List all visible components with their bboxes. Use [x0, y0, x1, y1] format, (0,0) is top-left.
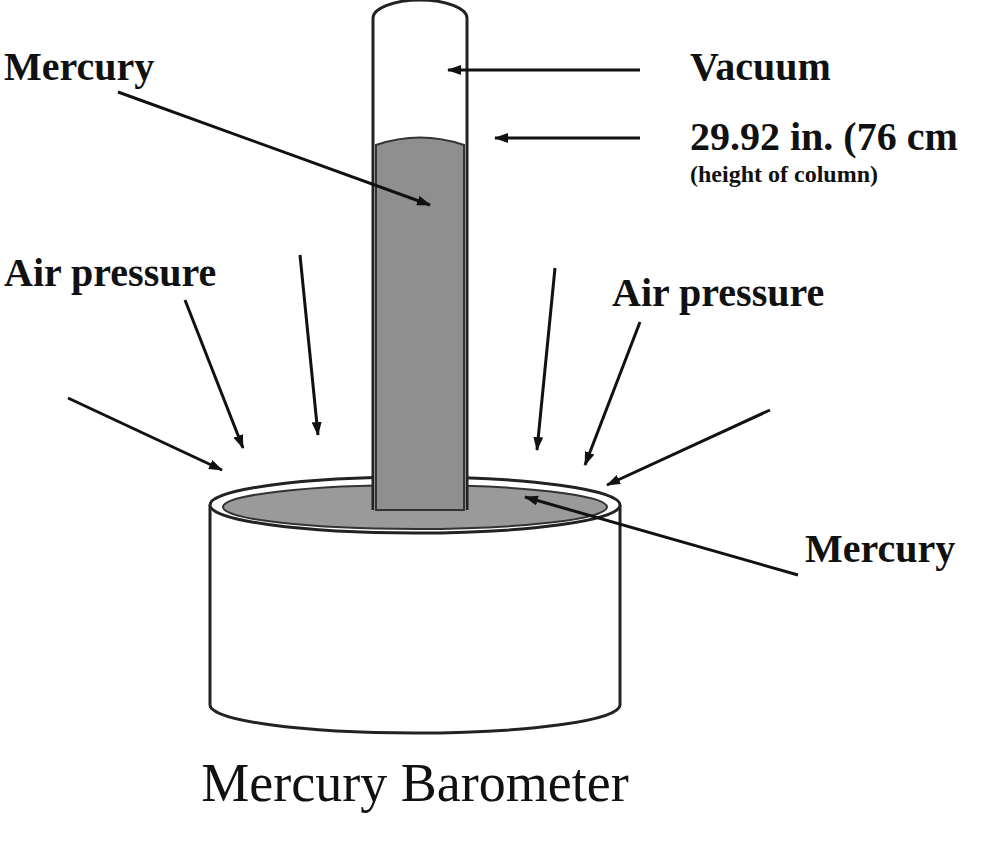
leader-arrow: [118, 92, 430, 205]
pressure-arrow: [537, 268, 555, 450]
pressure-arrow: [68, 398, 222, 470]
glass-tube: [373, 0, 467, 510]
pressure-arrow: [607, 410, 770, 485]
air-pressure-label: Air pressure: [4, 252, 216, 294]
pressure-arrow: [300, 255, 318, 435]
leader-arrow: [448, 69, 640, 72]
leader-arrow: [495, 137, 640, 140]
mercury-column: [376, 138, 464, 511]
dish-body: [210, 505, 620, 733]
leader-arrow: [525, 497, 798, 575]
caption: Mercury Barometer: [201, 755, 628, 812]
column-note: (height of column): [690, 162, 878, 187]
vacuum-label: Vacuum: [690, 46, 831, 88]
pressure-arrow: [585, 322, 640, 465]
pressure-arrow: [185, 300, 243, 448]
mercury-label: Mercury: [805, 528, 955, 570]
mercury-label: Mercury: [4, 46, 154, 88]
height-label: 29.92 in. (76 cm: [690, 116, 958, 158]
air-pressure-label: Air pressure: [612, 272, 824, 314]
